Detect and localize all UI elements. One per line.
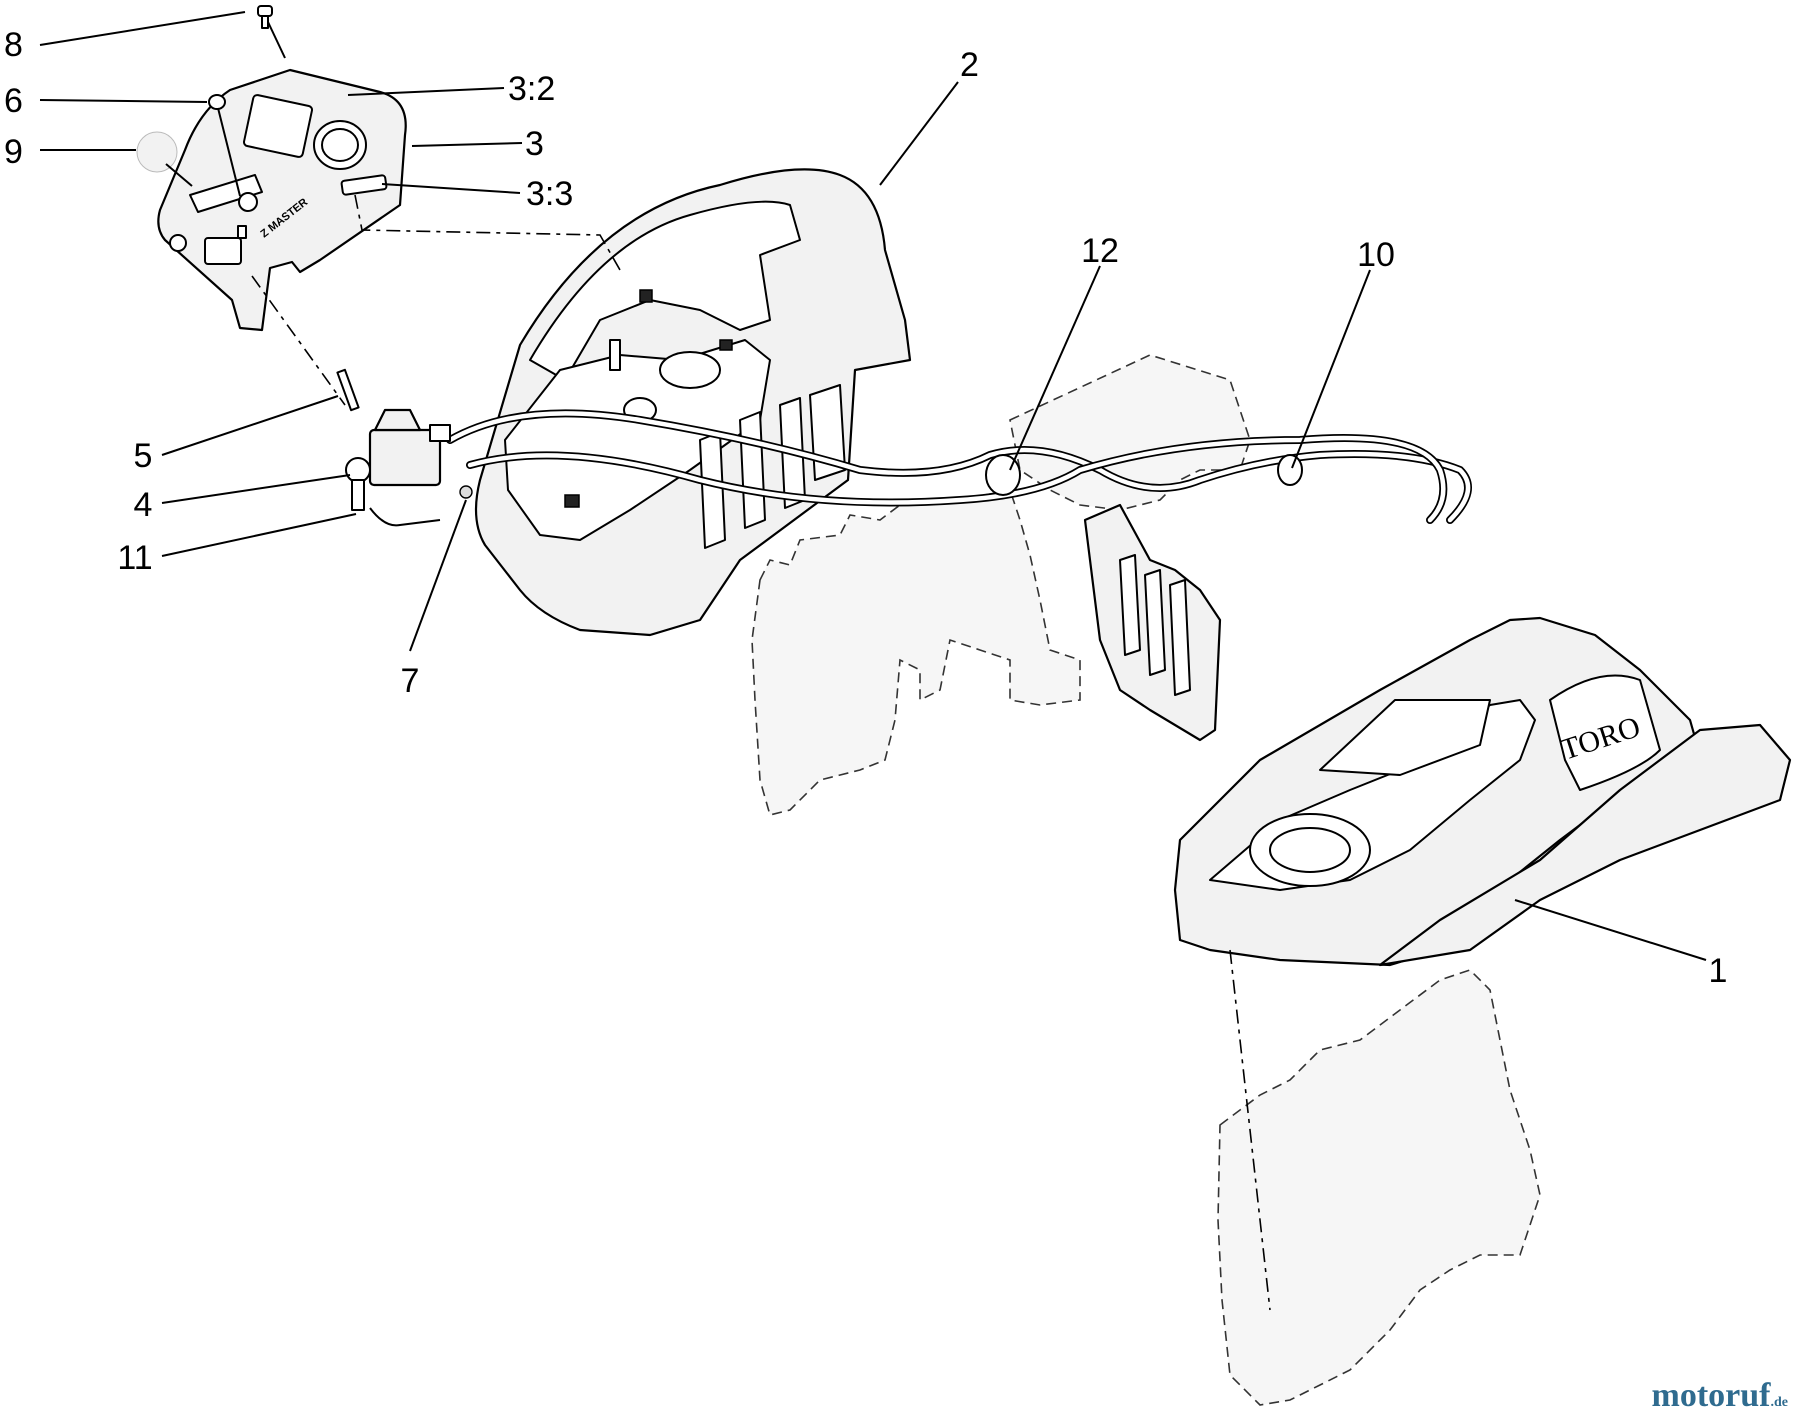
control-panel-part: Z MASTER bbox=[157, 68, 407, 332]
callout-2: 2 bbox=[960, 46, 979, 84]
hose-clamp-part-2 bbox=[1277, 454, 1303, 486]
callout-9: 9 bbox=[4, 133, 23, 171]
callout-7: 7 bbox=[401, 662, 420, 700]
callout-8: 8 bbox=[4, 26, 23, 64]
callout-4: 4 bbox=[134, 486, 153, 524]
callout-1: 1 bbox=[1709, 952, 1728, 990]
bracket-ghost bbox=[751, 489, 1081, 816]
watermark-tld: .de bbox=[1770, 1395, 1789, 1410]
switch-assembly-part bbox=[336, 368, 473, 527]
callout-6: 6 bbox=[4, 82, 23, 120]
knob-part bbox=[208, 94, 226, 110]
cap-part bbox=[136, 131, 178, 173]
fuel-line-part bbox=[446, 409, 1472, 524]
watermark: motoruf.de bbox=[1652, 1377, 1788, 1415]
seat-shroud-part: TORO bbox=[1173, 616, 1792, 967]
grille-bracket-part bbox=[1083, 503, 1222, 742]
callout-11: 11 bbox=[117, 539, 152, 577]
callout-5: 5 bbox=[134, 437, 153, 475]
callout-3-2: 3:2 bbox=[508, 70, 555, 108]
callout-3-3: 3:3 bbox=[526, 175, 573, 213]
fuel-tank-part bbox=[474, 168, 912, 637]
watermark-name: motoruf bbox=[1651, 1377, 1771, 1414]
callout-3: 3 bbox=[525, 125, 544, 163]
callout-12: 12 bbox=[1081, 232, 1119, 270]
callout-10: 10 bbox=[1357, 236, 1395, 274]
lower-bracket-ghost bbox=[1217, 969, 1541, 1406]
